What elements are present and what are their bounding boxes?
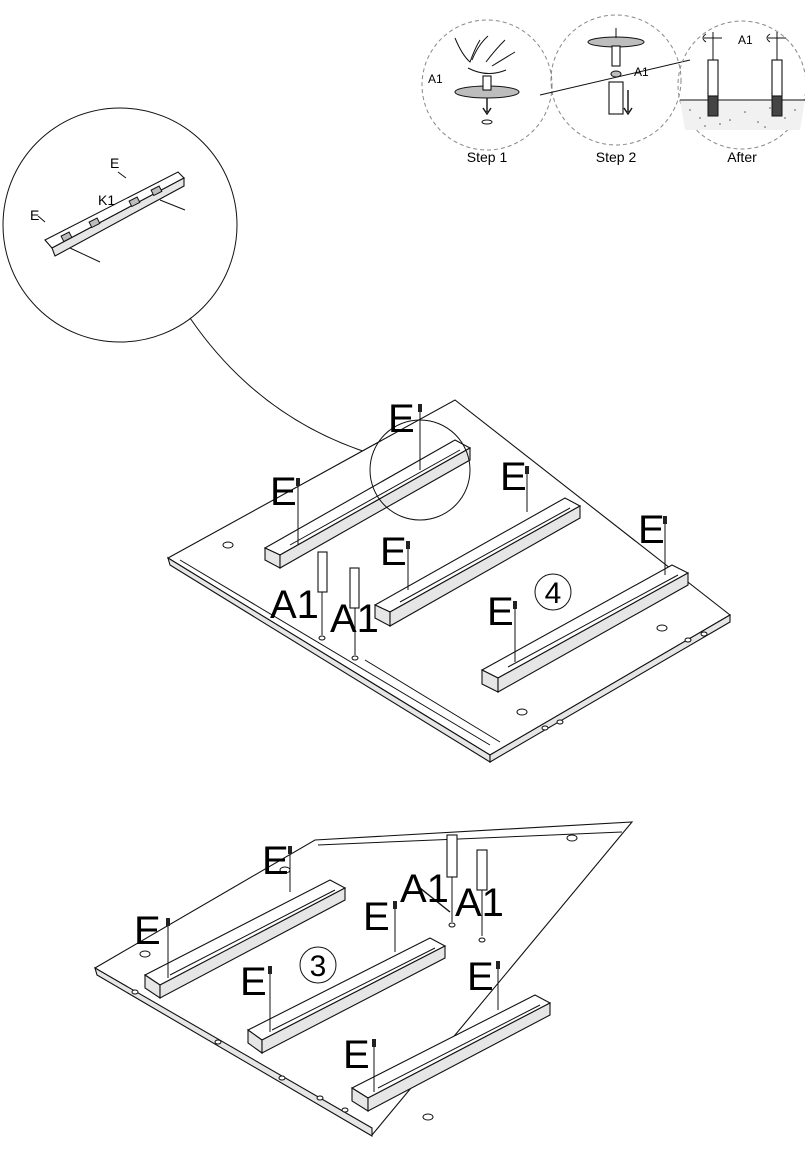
step1-a1-label: A1: [428, 72, 443, 86]
step3-rail-1: [143, 879, 347, 1000]
step3-screw-label-1: E: [262, 839, 289, 883]
step3-screw-label-2: E: [134, 909, 161, 953]
step3-panel-assembly: 3 E E E E E E A1 A1: [93, 821, 634, 1137]
step2-a1-label: A1: [634, 65, 649, 79]
step4-panel-assembly: 4 E E E E E E A1 A1: [166, 397, 731, 763]
step3-cam-label-1: A1: [400, 867, 449, 911]
k1-slide-rail: [44, 171, 186, 263]
step3-screw-label-6: E: [343, 1033, 370, 1077]
after-detail-circle: A1 After: [677, 20, 805, 165]
step1-label: Step 1: [467, 149, 508, 165]
detail-k1-label: K1: [98, 192, 115, 208]
step4-screw-label-6: E: [487, 590, 514, 634]
detail-screw-label-left: E: [30, 207, 39, 223]
step3-screw-label-4: E: [240, 960, 267, 1004]
step4-screw-label-1: E: [270, 470, 297, 514]
step3-number: 3: [310, 950, 327, 983]
step3-cam-label-2: A1: [455, 881, 504, 925]
slide-rail-detail-magnifier: E E K1: [2, 107, 376, 456]
step3-rail-2: [246, 937, 447, 1055]
step4-screw-label-2: E: [388, 397, 415, 441]
step3-screw-label-3: E: [363, 895, 390, 939]
step3-screw-label-5: E: [467, 955, 494, 999]
detail-screw-label-top: E: [110, 155, 119, 171]
step4-screw-label-3: E: [500, 455, 527, 499]
step4-rail-2: [373, 497, 582, 627]
after-a1-label: A1: [738, 33, 753, 47]
step2-detail-circle: A1 Step 2: [539, 14, 691, 165]
step4-cam-label-1: A1: [270, 583, 319, 627]
step4-rail-3: [480, 564, 690, 693]
step3-rail-3: [350, 994, 552, 1112]
step4-screws: [296, 404, 667, 662]
step4-rail-1: [263, 439, 472, 569]
step4-screw-label-4: E: [380, 530, 407, 574]
step3-cam-bolts: [446, 834, 488, 943]
step4-cam-label-2: A1: [330, 597, 379, 641]
step4-screw-label-5: E: [638, 508, 665, 552]
step1-detail-circle: A1 Step 1: [421, 19, 553, 165]
step4-number: 4: [545, 577, 562, 610]
step2-label: Step 2: [596, 149, 637, 165]
step3-screws: [166, 846, 500, 1092]
step4-cam-bolts: [317, 551, 360, 661]
cam-lock-steps-panel: A1 Step 1 A1 Step 2: [421, 14, 805, 165]
after-label: After: [727, 149, 757, 165]
